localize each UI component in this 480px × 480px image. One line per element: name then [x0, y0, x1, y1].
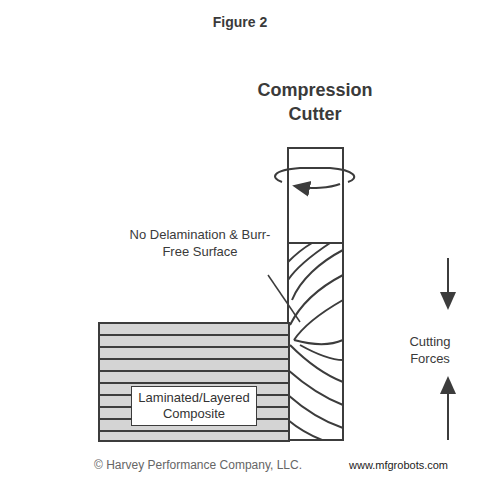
copyright-note: © Harvey Performance Company, LLC.	[94, 458, 302, 472]
composite-block: Laminated/Layered Composite	[98, 322, 290, 442]
force-label: Cutting Forces	[392, 333, 468, 367]
figure-title: Figure 2	[0, 14, 480, 30]
cutter-title: Compression Cutter	[250, 78, 380, 126]
composite-label: Laminated/Layered Composite	[131, 386, 257, 426]
watermark: www.mfgrobots.com	[349, 459, 448, 471]
callout-note: No Delamination & Burr-Free Surface	[120, 226, 280, 260]
